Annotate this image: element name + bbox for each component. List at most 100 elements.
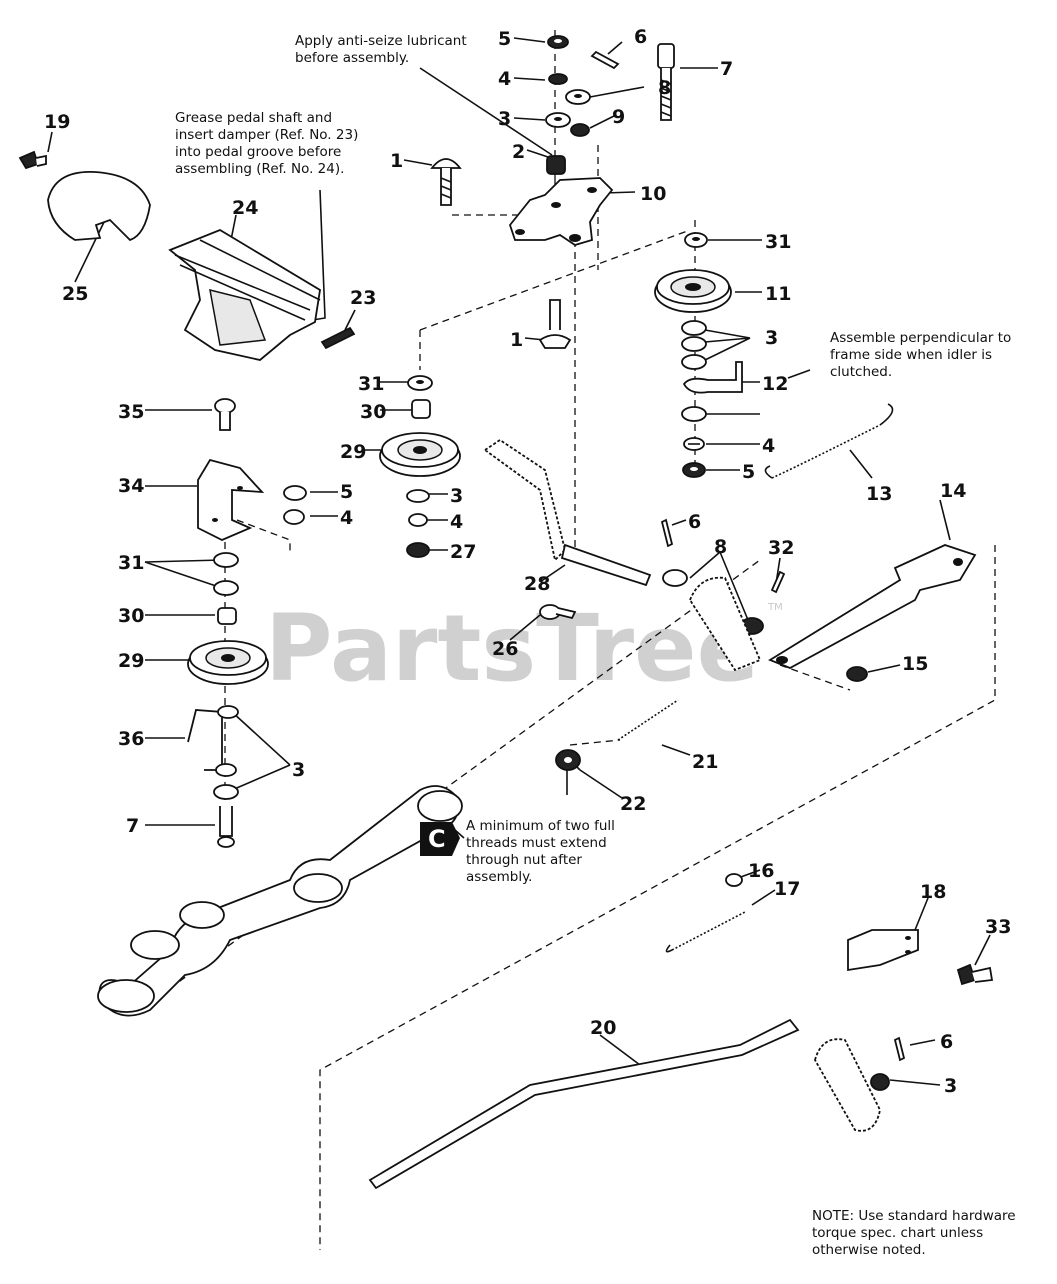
part-17-spring: [665, 911, 746, 953]
part-31-washer: [684, 232, 708, 248]
callout-part-22: 22: [620, 793, 646, 815]
part-8-washer: [565, 89, 591, 105]
part-3-washer: [545, 112, 571, 128]
part-35-bolt: [214, 398, 236, 431]
part-28-lever-shaft: [483, 438, 652, 587]
note-anti-seize: Apply anti-seize lubricant before assemb…: [295, 33, 467, 66]
callout-part-15: 15: [902, 653, 928, 675]
callout-part-18: 18: [920, 881, 946, 903]
callout-part-3: 3: [765, 327, 778, 349]
part-3-washer-lower: [870, 1073, 890, 1091]
callout-part-8: 8: [714, 536, 727, 558]
part-8-washers-mid: [662, 569, 764, 635]
note-grease-pedal: Grease pedal shaft and insert damper (Re…: [175, 110, 359, 177]
part-6-pin-lower: [893, 1036, 906, 1062]
part-33-bolt: [956, 963, 994, 986]
part-3-washer-right: [681, 406, 707, 422]
callout-part-7: 7: [126, 815, 139, 837]
callout-part-36: 36: [118, 728, 144, 750]
callout-part-12: 12: [762, 373, 788, 395]
note-torque: NOTE: Use standard hardware torque spec.…: [812, 1208, 1016, 1258]
part-25-pedal-pad: [47, 171, 151, 242]
callout-part-11: 11: [765, 283, 791, 305]
callout-part-24: 24: [232, 197, 258, 219]
callout-part-33: 33: [985, 916, 1011, 938]
callout-part-10: 10: [640, 183, 666, 205]
callout-part-6: 6: [688, 511, 701, 533]
part-27-nut: [406, 542, 430, 558]
callout-part-20: 20: [590, 1017, 616, 1039]
part-21-spring: [617, 699, 679, 741]
callout-part-4: 4: [498, 68, 511, 90]
part-6-pin-mid: [660, 518, 674, 548]
note-perpendicular: Assemble perpendicular to frame side whe…: [830, 330, 1012, 380]
part-1-carriage-bolt: [430, 158, 462, 206]
callout-part-5: 5: [742, 461, 755, 483]
part-1-bolt-mid: [538, 299, 572, 349]
callout-part-34: 34: [118, 475, 144, 497]
callout-part-4: 4: [450, 511, 463, 533]
callout-part-19: 19: [44, 111, 70, 133]
callout-part-21: 21: [692, 751, 718, 773]
part-5-nut-right: [682, 462, 706, 478]
callout-part-3: 3: [498, 108, 511, 130]
section-badge-letter: C: [428, 825, 446, 853]
part-30-spacer-left: [217, 607, 237, 625]
drive-belt: [97, 785, 463, 1017]
part-13-spring: [764, 403, 894, 479]
part-4-lockwasher-right: [683, 437, 705, 451]
part-10-pivot-bracket: [508, 177, 614, 246]
callout-part-31: 31: [765, 231, 791, 253]
callout-part-4: 4: [762, 435, 775, 457]
part-5-nut-top: [547, 35, 569, 49]
callout-part-4: 4: [340, 507, 353, 529]
callout-part-17: 17: [774, 878, 800, 900]
part-2-bushing: [546, 155, 566, 175]
callout-part-31: 31: [358, 373, 384, 395]
part-23-damper: [320, 326, 356, 350]
part-31-washer-center: [407, 375, 433, 391]
callout-part-9: 9: [612, 106, 625, 128]
part-6-cotter-pin: [590, 50, 620, 70]
callout-part-3: 3: [450, 485, 463, 507]
part-22-nut: [555, 749, 581, 771]
section-c-badge: C: [420, 822, 460, 856]
callout-part-7: 7: [720, 58, 733, 80]
callout-part-3: 3: [292, 759, 305, 781]
part-36-belt-guide: [187, 709, 223, 771]
part-32-clip: [770, 570, 786, 594]
part-9-nut: [570, 123, 590, 137]
callout-part-8: 8: [658, 77, 671, 99]
part-15-nut: [846, 666, 868, 682]
callout-part-3: 3: [944, 1075, 957, 1097]
part-30-spacer-center: [411, 399, 431, 419]
callout-part-6: 6: [940, 1031, 953, 1053]
part-16-nut: [725, 873, 743, 887]
callout-part-28: 28: [524, 573, 550, 595]
callout-part-30: 30: [118, 605, 144, 627]
part-3-washers-stack: [681, 320, 707, 370]
callout-part-6: 6: [634, 26, 647, 48]
callout-part-25: 25: [62, 283, 88, 305]
callout-part-32: 32: [768, 537, 794, 559]
part-14-link-bar: [768, 544, 977, 669]
callout-part-26: 26: [492, 638, 518, 660]
callout-part-31: 31: [118, 552, 144, 574]
part-29-pulley-center: [379, 432, 461, 477]
part-24-pedal: [168, 228, 321, 361]
callout-part-5: 5: [340, 481, 353, 503]
part-7-bolt-left: [217, 806, 235, 848]
callout-part-2: 2: [512, 141, 525, 163]
note-threads: A minimum of two full threads must exten…: [466, 818, 615, 885]
callout-part-29: 29: [118, 650, 144, 672]
part-idler-bracket-arm: [688, 576, 762, 672]
part-34-bracket: [197, 458, 265, 541]
callout-part-1: 1: [510, 329, 523, 351]
callout-part-23: 23: [350, 287, 376, 309]
part-lower-lever: [814, 1038, 881, 1132]
callout-part-14: 14: [940, 480, 966, 502]
callout-part-13: 13: [866, 483, 892, 505]
part-4-lockwasher-center: [408, 513, 428, 527]
